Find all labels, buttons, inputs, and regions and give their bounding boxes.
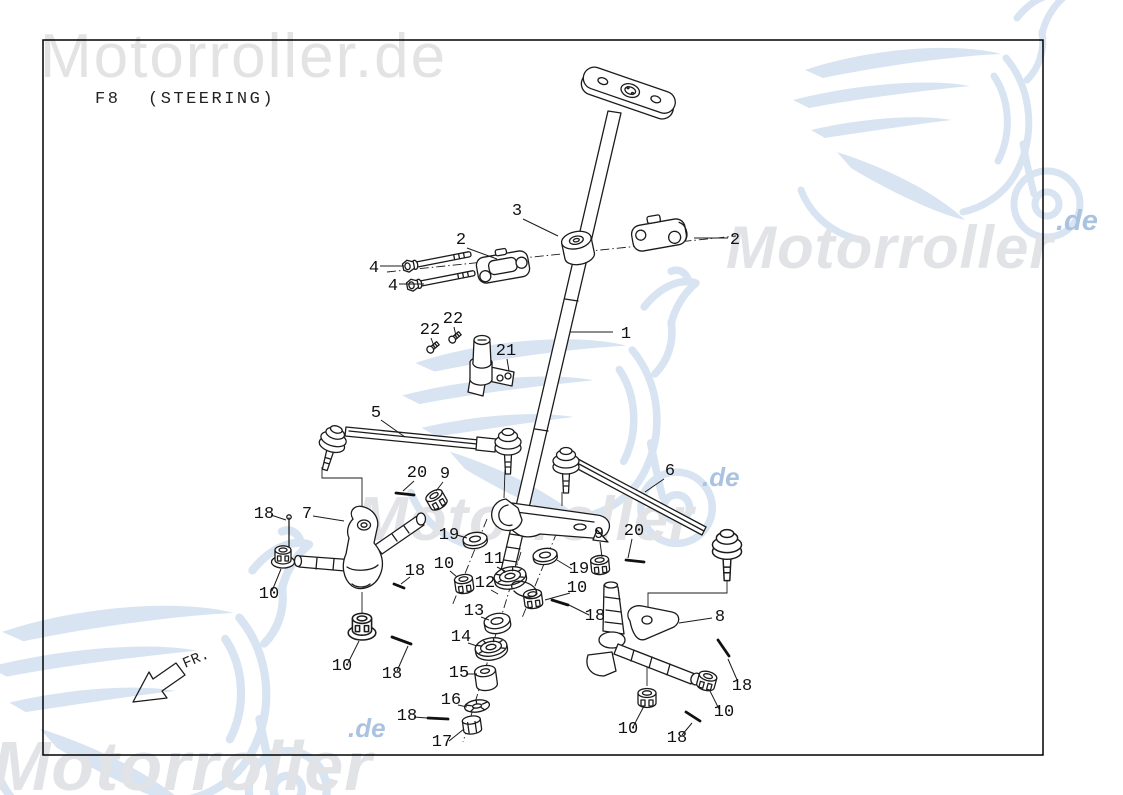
part-callout-16: 16 xyxy=(441,691,461,710)
bearing-stack xyxy=(453,530,611,735)
part-callout-10: 10 xyxy=(618,720,638,739)
part-callout-11: 11 xyxy=(484,550,504,569)
part-callout-18: 18 xyxy=(667,729,687,748)
part-callout-5: 5 xyxy=(371,404,381,423)
part-callout-22: 22 xyxy=(443,310,463,329)
nut-17 xyxy=(461,715,483,735)
spindle-right xyxy=(613,643,696,685)
part-callout-18: 18 xyxy=(585,607,605,626)
handlebar-holder-group xyxy=(401,214,688,293)
column-bushing xyxy=(560,230,596,266)
tie-rod-end-inner-left xyxy=(494,427,522,475)
ignition-bracket xyxy=(467,334,515,397)
part-callout-18: 18 xyxy=(405,562,425,581)
part-callout-2: 2 xyxy=(456,231,466,250)
part-callout-18: 18 xyxy=(732,677,752,696)
washer-16 xyxy=(463,699,491,713)
part-callout-18: 18 xyxy=(397,707,417,726)
part-callout-8: 8 xyxy=(715,608,725,627)
spindle-right-castle-nut xyxy=(694,668,719,694)
holder-bolt-lower xyxy=(405,266,477,293)
castle-nut-10-right xyxy=(522,587,545,611)
part-callout-10: 10 xyxy=(332,657,352,676)
bushing-15 xyxy=(473,664,499,692)
part-callout-12: 12 xyxy=(475,574,495,593)
castle-nut-9-right xyxy=(589,553,611,577)
part-callout-20: 20 xyxy=(624,522,644,541)
part-callout-9: 9 xyxy=(594,525,604,544)
part-callout-19: 19 xyxy=(569,560,589,579)
watermark-top-right-word: Motorroller xyxy=(726,214,1056,281)
watermark-top-left: Motorroller.de xyxy=(40,22,447,91)
knuckle-left-body xyxy=(342,505,384,590)
handlebar-clamp-right xyxy=(630,214,688,252)
part-callout-4: 4 xyxy=(369,259,379,278)
holder-bolt-upper xyxy=(401,247,473,274)
page-title: (STEERING) xyxy=(148,90,275,109)
snap-ring-12 xyxy=(510,580,538,598)
part-callout-18: 18 xyxy=(382,665,402,684)
column-top-plate xyxy=(580,66,676,120)
leader-lines xyxy=(270,218,739,742)
switch-bracket-group xyxy=(424,329,515,397)
knuckle-right-arm xyxy=(627,605,680,641)
tie-rod-left xyxy=(311,421,522,475)
kingpin-right-castle-nut xyxy=(637,687,657,709)
tie-rod-right xyxy=(552,446,743,582)
part-callout-10: 10 xyxy=(259,585,279,604)
race-13 xyxy=(483,612,512,635)
part-callout-15: 15 xyxy=(449,664,469,683)
part-callout-21: 21 xyxy=(496,342,516,361)
part-callout-10: 10 xyxy=(714,703,734,722)
watermark-top-right-tld: .de xyxy=(1056,205,1098,237)
scooter-watermark-top-right xyxy=(793,0,1080,240)
tie-rod-end-outer-left xyxy=(311,421,351,475)
part-callout-14: 14 xyxy=(451,628,471,647)
part-callout-2: 2 xyxy=(730,231,740,250)
watermark-bottom-word: Motorroller xyxy=(0,727,375,795)
knuckle-left-hub-nut xyxy=(347,612,377,641)
page-code: F8 xyxy=(95,90,120,109)
knuckle-left-flanged-nut xyxy=(270,545,296,569)
part-callout-18: 18 xyxy=(254,505,274,524)
cotter-pins xyxy=(390,491,731,723)
part-callout-4: 4 xyxy=(388,277,398,296)
part-callout-7: 7 xyxy=(302,505,312,524)
handlebar-clamp-left xyxy=(475,247,531,284)
part-callout-22: 22 xyxy=(420,321,440,340)
part-callout-6: 6 xyxy=(665,462,675,481)
part-callout-9: 9 xyxy=(440,465,450,484)
part-callout-10: 10 xyxy=(567,579,587,598)
part-callout-3: 3 xyxy=(512,202,522,221)
knuckle-left xyxy=(270,486,450,641)
part-callout-1: 1 xyxy=(621,325,631,344)
column-bottom-bracket xyxy=(491,498,611,543)
tie-rod-end-outer-right xyxy=(711,528,743,582)
watermark-bottom-tld: .de xyxy=(348,713,386,743)
bearing-14 xyxy=(473,634,510,664)
diagram-border xyxy=(42,39,1044,756)
part-callout-19: 19 xyxy=(439,526,459,545)
part-callout-20: 20 xyxy=(407,464,427,483)
part-callout-10: 10 xyxy=(434,555,454,574)
part-callout-13: 13 xyxy=(464,602,484,621)
front-arrow xyxy=(132,662,186,703)
watermark-middle-tld: .de xyxy=(702,462,740,492)
knuckle-right xyxy=(586,581,719,709)
part-callout-17: 17 xyxy=(432,733,452,752)
